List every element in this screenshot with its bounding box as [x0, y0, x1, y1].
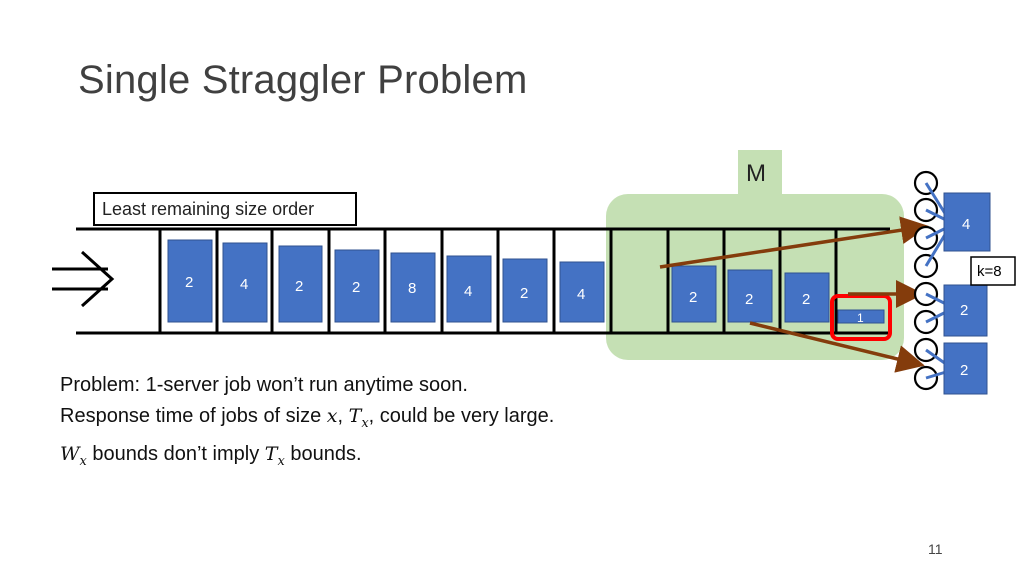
slide-title: Single Straggler Problem: [78, 58, 528, 102]
problem-line-2: Response time of jobs of size x, Tx, cou…: [60, 405, 555, 431]
machine-job: 2: [671, 265, 717, 323]
problem-line-1: Problem: 1-server job won’t run anytime …: [60, 374, 468, 396]
svg-text:k=8: k=8: [977, 263, 1002, 280]
machine-label: M: [746, 160, 766, 187]
order-label: Least remaining size order: [93, 192, 357, 226]
server-job: 2: [943, 342, 988, 395]
svg-text:2: 2: [960, 302, 968, 319]
server-job: 2: [943, 284, 988, 337]
svg-text:2: 2: [520, 285, 528, 302]
svg-text:8: 8: [408, 280, 416, 297]
routing-arrow: [749, 321, 925, 373]
straggler-highlight: [830, 294, 892, 341]
svg-text:2: 2: [185, 274, 193, 291]
svg-text:2: 2: [689, 289, 697, 306]
svg-text:1: 1: [857, 311, 864, 325]
problem-line-3: Wx bounds don’t imply Tx bounds.: [60, 443, 362, 469]
entry-arrow-icon: [52, 250, 115, 308]
machine-label-tab: [738, 150, 782, 196]
queue-job: 2: [334, 249, 380, 323]
machine-job: 2: [727, 269, 773, 323]
svg-text:4: 4: [577, 286, 585, 303]
page-number: 11: [928, 541, 943, 557]
queue-job: 4: [222, 242, 268, 323]
svg-text:2: 2: [295, 278, 303, 295]
server-assignment-lines: [924, 182, 948, 380]
svg-text:4: 4: [240, 276, 248, 293]
queue-job: 8: [390, 252, 436, 323]
straggler-job: 1: [837, 309, 885, 325]
svg-text:2: 2: [352, 279, 360, 296]
svg-text:2: 2: [802, 291, 810, 308]
svg-text:2: 2: [960, 362, 968, 379]
queue-job: 2: [502, 258, 548, 323]
k-label-box: k=8: [970, 256, 1016, 286]
queue-slot-dividers: [158, 229, 838, 333]
routing-arrow: [659, 216, 929, 269]
problem-text: Problem: 1-server job won’t run anytime …: [60, 370, 554, 477]
svg-text:4: 4: [464, 283, 472, 300]
queue-job: 4: [559, 261, 605, 323]
queue-job: 4: [446, 255, 492, 323]
queue-job: 2: [278, 245, 323, 323]
queue-job: 2: [167, 239, 213, 323]
svg-text:4: 4: [962, 216, 970, 233]
server-job: 4: [943, 192, 991, 252]
svg-text:2: 2: [745, 291, 753, 308]
machine-job: 2: [784, 272, 830, 323]
